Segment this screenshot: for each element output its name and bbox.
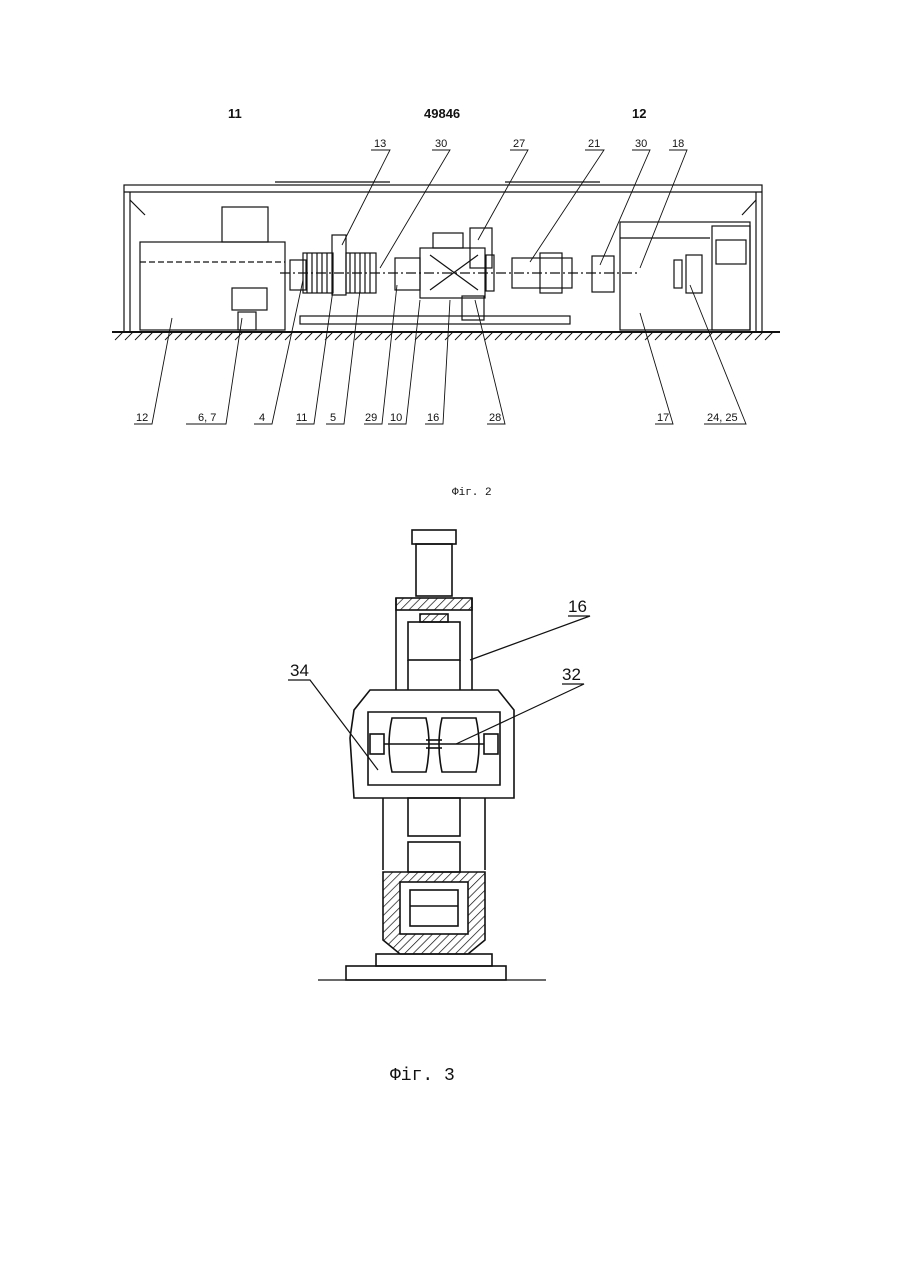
roller-left (389, 718, 429, 772)
roller-right (439, 718, 479, 772)
figure-3-caption: Фіг. 3 (390, 1066, 455, 1086)
label-32: 32 (562, 665, 581, 684)
label-34: 34 (290, 661, 309, 680)
label-16-fig3: 16 (568, 597, 587, 616)
